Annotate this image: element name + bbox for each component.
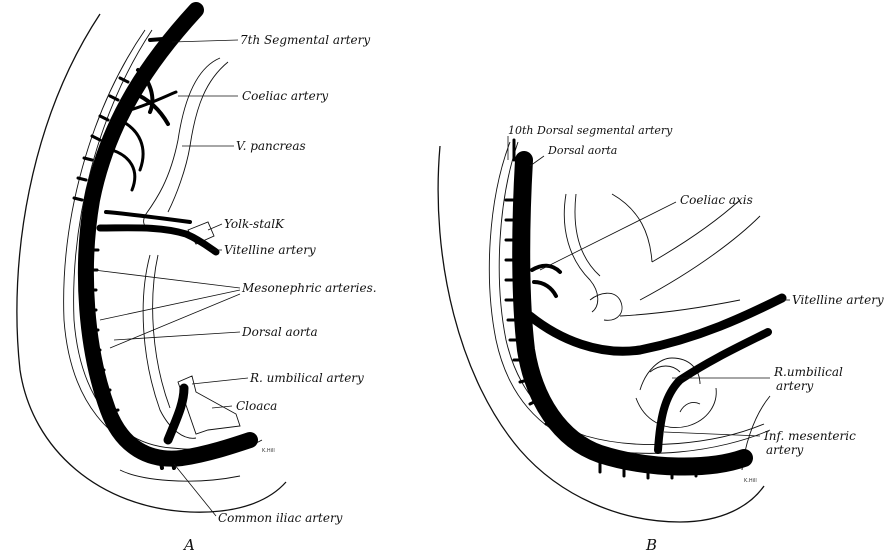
panel-b-coeliac-axis (532, 266, 560, 296)
panel-a-segmental-artery (150, 38, 176, 40)
svg-text:K.Hill: K.Hill (744, 478, 757, 484)
label-v-pancreas: V. pancreas (236, 139, 306, 153)
label-cloaca: Cloaca (236, 399, 277, 413)
label-vitelline-artery-b: Vitelline artery (792, 293, 884, 307)
label-r-umbilical-artery-b-line1: R.umbilical (773, 365, 843, 379)
panel-letter-a: A (182, 536, 195, 554)
label-coeliac-artery: Coeliac artery (242, 89, 328, 103)
svg-text:K.Hill: K.Hill (262, 448, 275, 454)
label-r-umbilical-artery-b-line2: artery (776, 379, 814, 393)
panel-a-umbilical-artery (168, 388, 184, 440)
label-yolk-stalk: Yolk-stalK (224, 217, 285, 231)
panel-b-gut-outline (564, 194, 598, 312)
label-mesonephric-arteries: Mesonephric arteries. (241, 281, 377, 295)
panel-a-drawing: K.Hill (17, 10, 286, 516)
label-inf-mesenteric-artery-line2: artery (766, 443, 804, 457)
label-r-umbilical-artery-a: R. umbilical artery (249, 371, 364, 385)
label-dorsal-aorta-a: Dorsal aorta (241, 325, 318, 339)
label-coeliac-axis: Coeliac axis (680, 193, 753, 207)
label-10th-dorsal-segmental-artery: 10th Dorsal segmental artery (508, 124, 673, 137)
label-7th-segmental-artery: 7th Segmental artery (240, 33, 370, 47)
panel-a-vitelline-artery (100, 228, 216, 252)
label-inf-mesenteric-artery-line1: Inf. mesenteric (763, 429, 856, 443)
panel-letter-b: B (645, 536, 657, 554)
label-vitelline-artery-a: Vitelline artery (224, 243, 316, 257)
label-common-iliac-artery: Common iliac artery (218, 511, 343, 525)
panel-a-cloaca (178, 376, 240, 434)
label-dorsal-aorta-b: Dorsal aorta (547, 144, 617, 157)
